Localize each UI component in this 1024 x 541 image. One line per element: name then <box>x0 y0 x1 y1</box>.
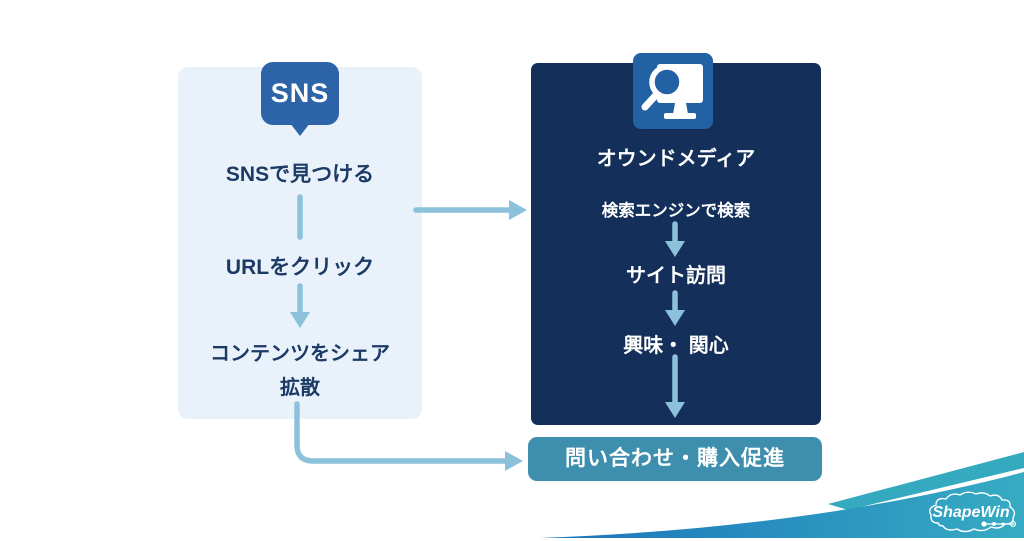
step-click-url: URLをクリック <box>225 256 375 279</box>
step-site-visit: サイト訪問 <box>626 265 726 287</box>
cloud-icon <box>929 491 1016 533</box>
sns-bubble-label: SNS <box>270 78 330 108</box>
sns-speech-bubble-icon: SNS <box>261 62 339 136</box>
cta-label: 問い合わせ・購入促進 <box>565 447 785 470</box>
arrow-sns-to-owned-media <box>509 200 527 220</box>
owned-media-title: オウンドメディア <box>596 148 756 170</box>
search-monitor-icon <box>633 53 713 129</box>
step-spread: 拡散 <box>280 377 320 399</box>
step-share-content: コンテンツをシェア <box>210 343 390 365</box>
shapewin-logo: ShapeWin <box>926 490 1020 536</box>
step-find-on-sns: SNSで見つける <box>225 163 375 186</box>
step-interest: 興味・ 関心 <box>623 335 729 357</box>
cta-inquiry-purchase: 問い合わせ・購入促進 <box>528 437 822 481</box>
logo-text: ShapeWin <box>932 504 1009 521</box>
step-search-engine: 検索エンジンで検索 <box>601 202 751 220</box>
